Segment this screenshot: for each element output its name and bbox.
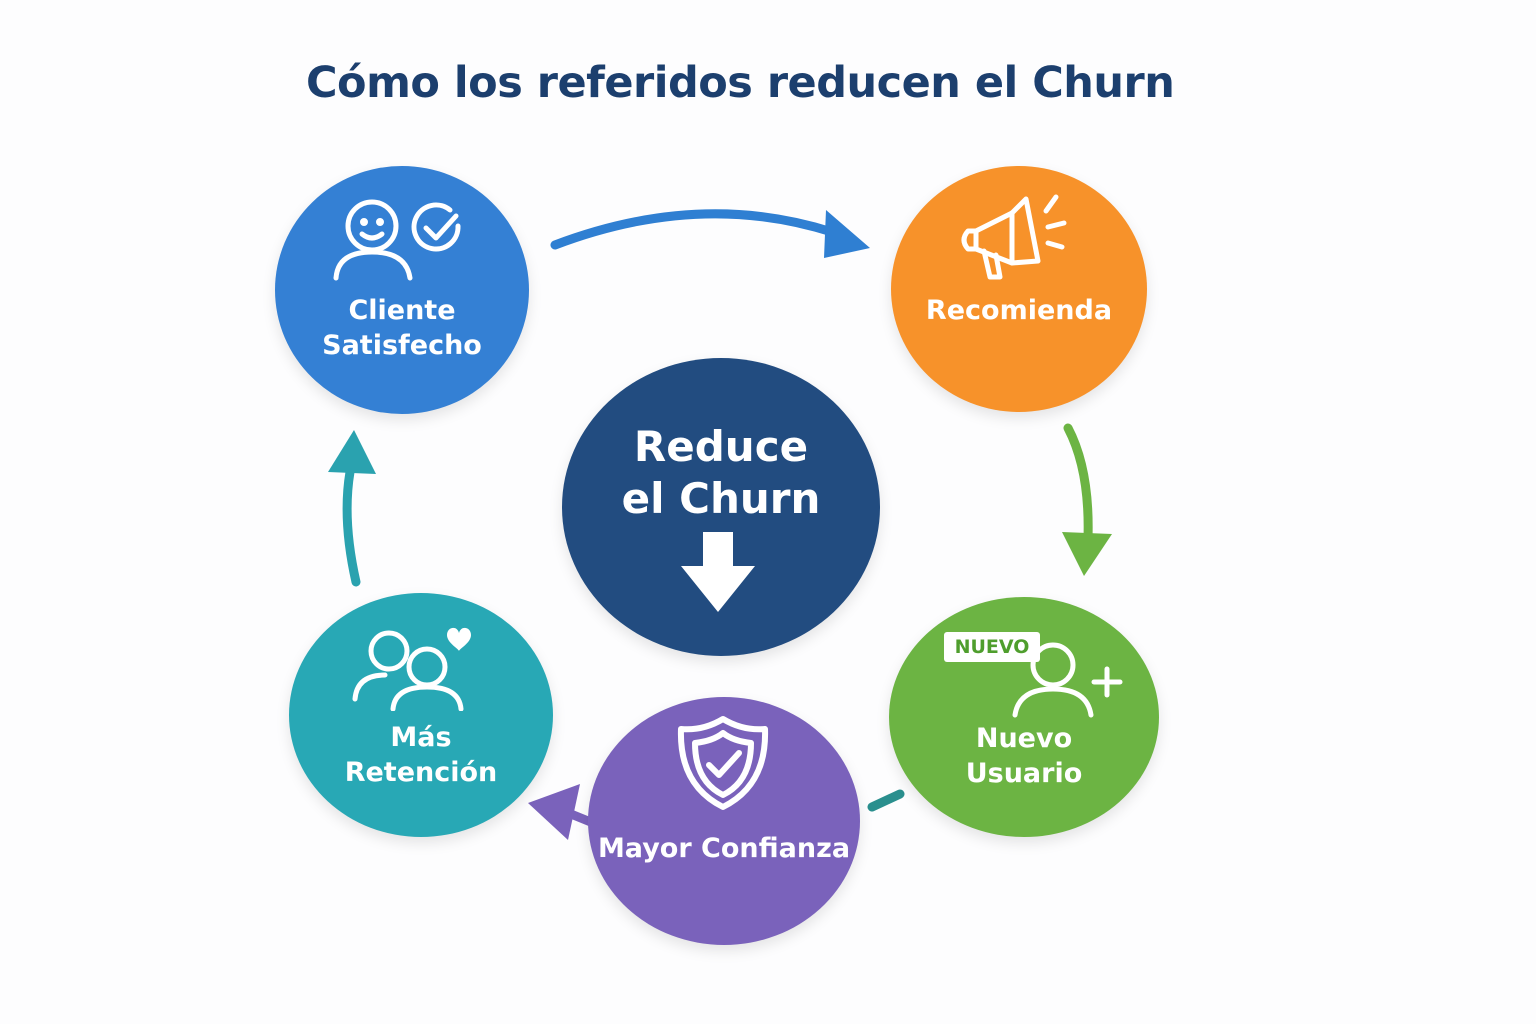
center-label: Reduce el Churn	[621, 422, 821, 523]
megaphone-icon	[961, 194, 1067, 280]
node-new-user: NUEVO Nuevo Usuario	[889, 597, 1159, 837]
shield-check-icon	[677, 716, 769, 810]
new-badge: NUEVO	[944, 632, 1040, 662]
arrow-new-user-to-trust	[867, 789, 905, 812]
center-reduce-churn: Reduce el Churn	[562, 358, 880, 656]
node-label-satisfied: Cliente Satisfecho	[322, 295, 482, 361]
down-arrow-icon	[681, 532, 755, 612]
arrow-retention-to-satisfied	[328, 430, 376, 587]
arrow-recommend-to-new-user	[1062, 423, 1112, 576]
node-more-trust: Mayor Confianza	[588, 697, 860, 945]
node-label-new-user: Nuevo Usuario	[965, 723, 1083, 789]
satisfied-person-check-icon	[333, 199, 461, 281]
node-label-recommend: Recomienda	[925, 295, 1113, 326]
node-label-retention: Más Retención	[344, 722, 498, 788]
page-title: Cómo los referidos reducen el Churn	[306, 58, 1175, 108]
node-satisfied-customer: Cliente Satisfecho	[275, 166, 529, 414]
people-heart-icon	[352, 627, 471, 711]
node-more-retention: Más Retención	[289, 593, 553, 837]
arrow-satisfied-to-recommend	[550, 209, 870, 258]
add-user-icon	[1012, 642, 1123, 718]
node-label-trust: Mayor Confianza	[597, 833, 851, 864]
node-recommend: Recomienda	[891, 166, 1147, 412]
